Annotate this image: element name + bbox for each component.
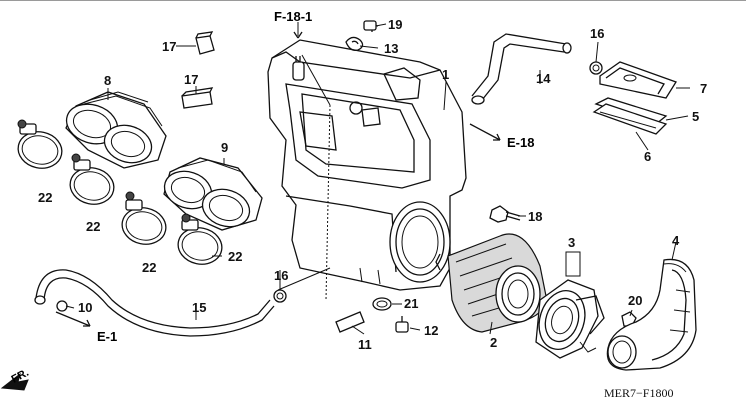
bolt-18 — [489, 205, 521, 223]
callout-10: 10 — [78, 300, 93, 315]
clamp-22-c — [121, 191, 167, 245]
clamp-22-a — [17, 119, 63, 169]
callout-22-a: 22 — [38, 190, 53, 205]
clip-13 — [345, 36, 364, 51]
callout-8: 8 — [104, 73, 112, 88]
plug-10 — [56, 300, 68, 312]
callout-22-b: 22 — [86, 219, 101, 234]
callout-7: 7 — [700, 81, 708, 96]
callout-17-upper: 17 — [162, 39, 177, 54]
callout-3: 3 — [568, 235, 576, 250]
ref-e-1: E-1 — [97, 329, 118, 344]
cap-16-top — [589, 61, 603, 75]
screw-19 — [363, 20, 379, 32]
callout-5: 5 — [692, 109, 700, 124]
bolt-20 — [621, 311, 637, 327]
intake-duct-4 — [606, 258, 697, 371]
intake-funnel-9 — [163, 157, 263, 231]
callout-19: 19 — [388, 17, 403, 32]
callout-16-top: 16 — [590, 26, 605, 41]
callout-13: 13 — [384, 41, 399, 56]
callout-21: 21 — [404, 296, 419, 311]
leader-lines — [65, 22, 690, 335]
callout-14: 14 — [536, 71, 551, 86]
callout-22-c: 22 — [142, 260, 157, 275]
top-border-line — [0, 0, 746, 1]
callout-16-lower: 16 — [274, 268, 289, 283]
callout-6: 6 — [644, 149, 652, 164]
cap-16-lower — [273, 289, 287, 303]
element-6 — [592, 103, 668, 135]
callout-17-lower: 17 — [184, 72, 199, 87]
callout-11: 11 — [358, 337, 372, 352]
callout-1: 1 — [442, 67, 450, 82]
callout-15: 15 — [192, 300, 207, 315]
ref-f-18-1: F-18-1 — [274, 9, 313, 24]
air-cleaner-case — [267, 39, 467, 291]
rubber-17-upper — [195, 31, 215, 55]
callout-9: 9 — [221, 140, 229, 155]
clip-21 — [372, 297, 392, 311]
rubber-17-lower — [181, 87, 214, 109]
clamp-22-d — [177, 213, 223, 265]
callout-12: 12 — [424, 323, 439, 338]
clamp-22-b — [69, 153, 115, 205]
callout-22-d: 22 — [228, 249, 243, 264]
cover-7 — [599, 61, 677, 99]
screw-12 — [395, 316, 409, 333]
reference-arrows — [55, 31, 501, 327]
filter-element-2 — [447, 233, 547, 333]
callout-4: 4 — [672, 233, 680, 248]
adapter-3 — [535, 279, 605, 359]
callout-20: 20 — [628, 293, 643, 308]
breather-tube-14 — [471, 33, 572, 105]
tube-11 — [335, 311, 365, 333]
drawing-code: MER7−F1800 — [604, 386, 674, 400]
callout-2: 2 — [490, 335, 498, 350]
callout-18: 18 — [528, 209, 543, 224]
ref-e-18: E-18 — [507, 135, 535, 150]
front-direction-arrow — [0, 372, 29, 391]
drain-tube-15 — [34, 269, 275, 337]
intake-funnel-8 — [65, 91, 167, 169]
